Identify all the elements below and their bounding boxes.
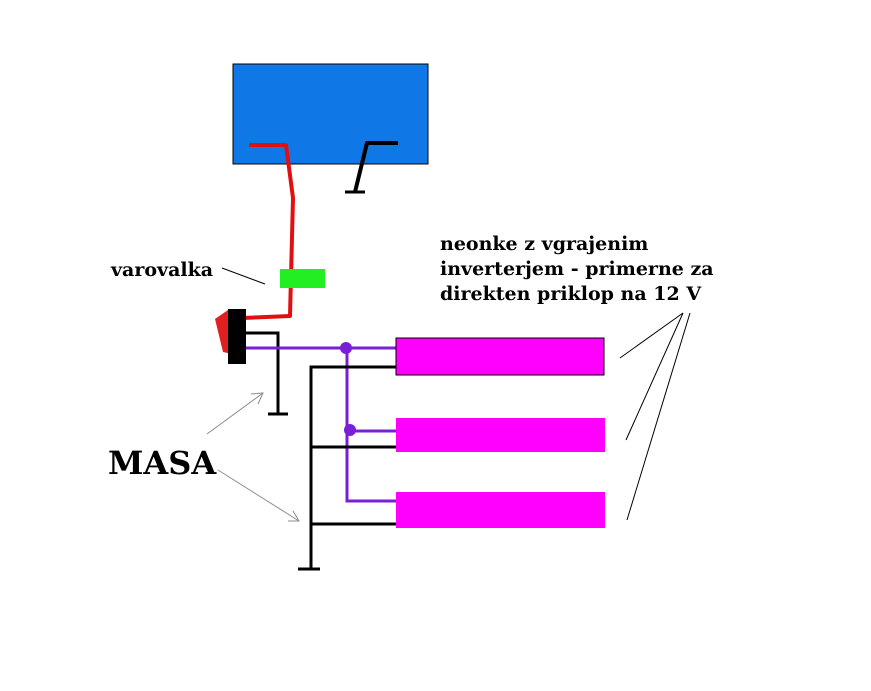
lamps-label-line-2: inverterjem - primerne za (440, 258, 714, 280)
battery-ground-wire (353, 141, 398, 193)
ground-pointer-arrowhead (250, 392, 264, 405)
neon-lamp-2 (396, 418, 605, 452)
switch-toggle (215, 310, 232, 354)
positive-wire (241, 143, 295, 320)
fuse-pointer (221, 267, 266, 285)
ground-pointer-arrow (217, 469, 300, 522)
switched-bus (345, 348, 396, 503)
lamps-pointer (619, 312, 684, 359)
ground-bus (309, 365, 396, 568)
battery (232, 63, 429, 165)
junction-dot (340, 342, 352, 354)
lamps-pointer (625, 312, 684, 441)
fuse-label: varovalka (110, 259, 213, 281)
junction-dot (344, 424, 356, 436)
switch-body (228, 309, 246, 364)
lamps-label-line-3: direkten priklop na 12 V (440, 283, 702, 305)
switch-ground-wire (246, 331, 280, 414)
ground-pointer-arrowhead (288, 510, 300, 522)
lamps-pointer (626, 312, 691, 521)
neon-lamp-3 (396, 492, 605, 528)
fuse (280, 269, 325, 288)
ground-pointer-arrow (206, 392, 264, 435)
neon-lamp-1 (395, 337, 605, 376)
ground-label: MASA (108, 444, 217, 482)
lamps-label-line-1: neonke z vgrajenim (440, 233, 648, 255)
